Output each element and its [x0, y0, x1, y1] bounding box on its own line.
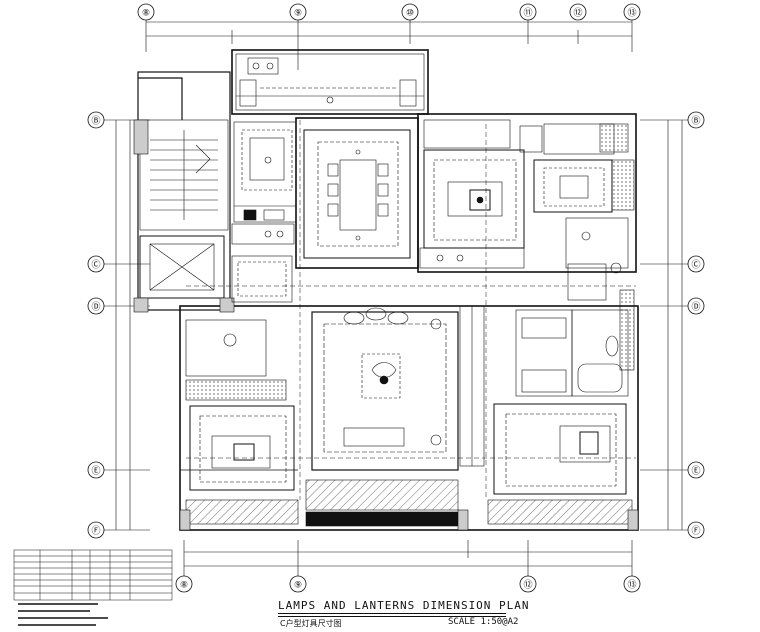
axis-bubble-bottom-0: [175, 575, 193, 593]
side-dimension-lines: [104, 119, 690, 531]
drawing-title: LAMPS AND LANTERNS DIMENSION PLAN: [278, 599, 530, 612]
exterior-walls: [137, 49, 639, 531]
axis-label-right-0: Ⓑ: [691, 116, 700, 127]
balcony-bottom: [179, 479, 639, 531]
axis-label-bottom-2: ⑫: [523, 580, 532, 591]
bedroom-upper: [419, 119, 543, 269]
axis-bubble-left-4: [87, 521, 105, 539]
axis-bubble-left-1: [87, 255, 105, 273]
axis-label-left-0: Ⓑ: [91, 116, 100, 127]
axis-bubble-top-3: [519, 3, 537, 21]
drawing-scale: SCALE 1:50@A2: [448, 617, 519, 627]
axis-label-top-2: ⑩: [406, 9, 414, 19]
axis-label-right-4: Ⓕ: [691, 526, 700, 537]
axis-label-top-3: ⑪: [523, 8, 532, 19]
grid-axis-bubbles: ⑧ ⑨ ⑩ ⑪ ⑫ ⑬ ⑧ ⑨ ⑫ ⑬ Ⓑ Ⓒ Ⓓ Ⓔ Ⓕ Ⓑ Ⓒ Ⓓ Ⓔ Ⓕ: [87, 3, 705, 593]
balcony-top: [236, 57, 424, 107]
axis-bubble-right-0: [687, 111, 705, 129]
axis-label-right-1: Ⓒ: [691, 260, 700, 271]
axis-bubble-right-2: [687, 297, 705, 315]
stair-core: [133, 119, 235, 313]
legend-table: [13, 549, 173, 626]
title-underline-thick: [278, 613, 506, 614]
bedroom-lower-right: [487, 403, 633, 525]
dining-room: [303, 129, 411, 259]
axis-bubble-left-2: [87, 297, 105, 315]
bathroom-right: [515, 289, 635, 397]
axis-bubble-top-5: [623, 3, 641, 21]
top-dimension-lines: [145, 14, 633, 70]
axis-bubble-right-3: [687, 461, 705, 479]
axis-label-top-5: ⑬: [627, 8, 636, 19]
axis-label-left-4: Ⓕ: [91, 526, 100, 537]
axis-bubble-bottom-2: [519, 575, 537, 593]
axis-label-right-2: Ⓓ: [691, 302, 700, 313]
axis-bubble-bottom-3: [623, 575, 641, 593]
axis-bubble-top-0: [137, 3, 155, 21]
axis-bubble-right-4: [687, 521, 705, 539]
axis-bubble-left-0: [87, 111, 105, 129]
bottom-dimension-lines: [183, 540, 633, 580]
axis-label-top-0: ⑧: [142, 9, 150, 19]
axis-bubble-bottom-1: [289, 575, 307, 593]
axis-bubble-left-3: [87, 461, 105, 479]
axis-label-left-1: Ⓒ: [91, 260, 100, 271]
axis-bubble-top-2: [401, 3, 419, 21]
axis-label-bottom-1: ⑨: [294, 581, 302, 591]
axis-label-top-1: ⑨: [294, 9, 302, 19]
axis-bubble-top-1: [289, 3, 307, 21]
kitchen: [231, 121, 297, 245]
title-underline-thin: [278, 616, 506, 617]
drawing-subtitle: C户型灯具尺寸图: [280, 619, 342, 628]
axis-label-bottom-0: ⑧: [180, 581, 188, 591]
room-upper-right: [533, 123, 635, 301]
lighting-guide-lines: [186, 120, 636, 500]
axis-bubble-top-4: [569, 3, 587, 21]
axis-label-right-3: Ⓔ: [691, 466, 700, 477]
rooms-lower-left: [185, 255, 299, 525]
axis-label-left-2: Ⓓ: [91, 302, 100, 313]
axis-bubble-right-1: [687, 255, 705, 273]
axis-label-left-3: Ⓔ: [91, 466, 100, 477]
axis-label-bottom-3: ⑬: [627, 580, 636, 591]
axis-label-top-4: ⑫: [573, 8, 582, 19]
living-room: [311, 305, 485, 471]
